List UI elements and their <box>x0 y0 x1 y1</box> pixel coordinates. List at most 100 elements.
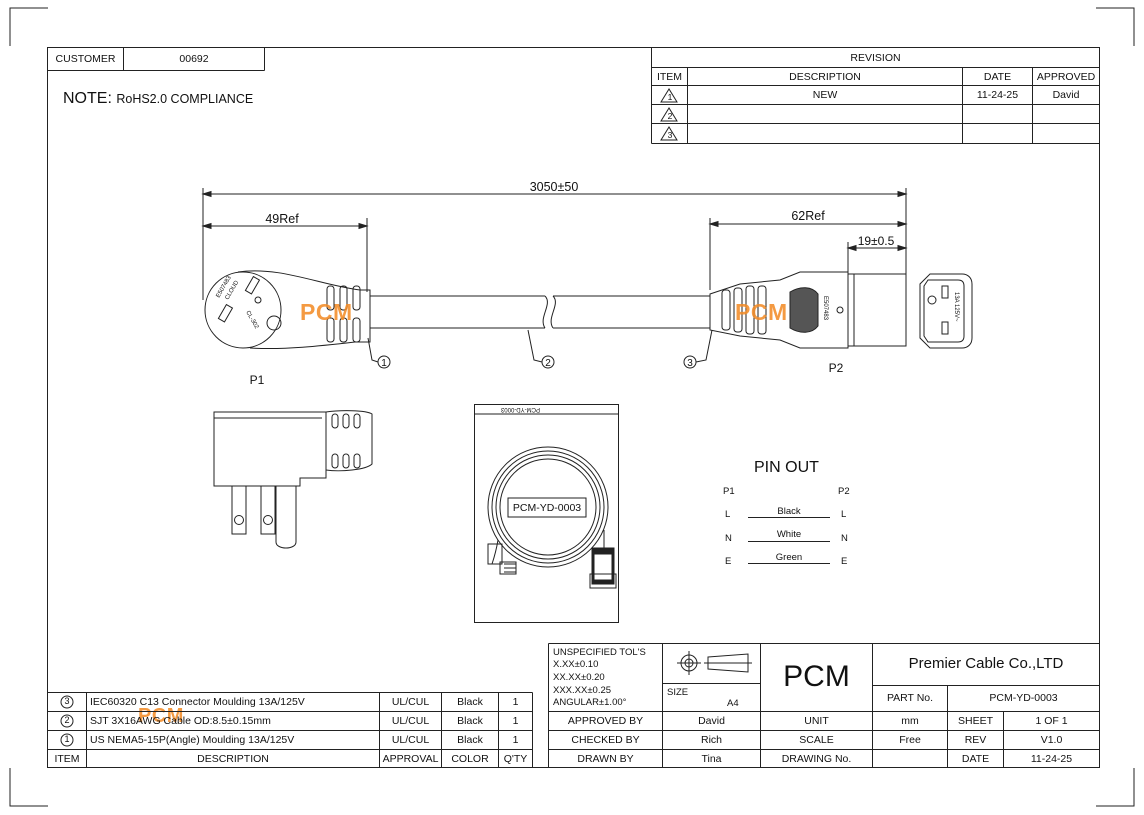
balloon-2: 2 <box>545 358 551 369</box>
drawn-by-value: Tina <box>701 753 722 765</box>
rev-row1-description: NEW <box>812 89 838 101</box>
part-no-value: PCM-YD-0003 <box>989 692 1058 704</box>
pinout-row3-wire: Green <box>775 552 803 563</box>
coil-view: PCM-YD-0003 PCM-YD-0003 <box>474 404 619 623</box>
pinout-header-p2: P2 <box>838 486 850 497</box>
revision-title: REVISION <box>850 52 901 64</box>
checked-by-label: CHECKED BY <box>571 734 640 746</box>
bom-header-item: ITEM <box>54 753 80 765</box>
size-value: A4 <box>727 698 739 709</box>
scale-label: SCALE <box>799 734 834 746</box>
bom-row2-approval: UL/CUL <box>391 715 430 727</box>
date-label: DATE <box>961 753 990 765</box>
pinout-row1-wire: Black <box>777 506 801 517</box>
bom-row3-qty: 1 <box>512 734 519 746</box>
dim-left-ref: 49Ref <box>265 212 299 226</box>
customer-value: 00692 <box>179 53 209 65</box>
connector-mark: E507483 <box>822 296 828 321</box>
unit-value: mm <box>901 715 919 727</box>
socket-mark: 13A 125V~ <box>953 292 959 322</box>
balloon-1: 1 <box>381 358 387 369</box>
bom-row1-qty: 1 <box>512 696 519 708</box>
rev-value: V1.0 <box>1040 734 1063 746</box>
tol-line-5: ANGULAR±1.00° <box>553 697 627 708</box>
rev-label: REV <box>964 734 987 746</box>
pinout-row2-wire: White <box>776 529 802 540</box>
pinout-header-p1: P1 <box>723 486 735 497</box>
tol-line-2: X.XX±0.10 <box>553 659 599 670</box>
rev-header-date: DATE <box>983 71 1012 83</box>
plug-side-view <box>213 410 373 549</box>
revision-table: 1 2 3 <box>651 47 1100 144</box>
tol-line-1: UNSPECIFIED TOL'S <box>553 647 646 658</box>
title-logo: PCM <box>783 660 850 693</box>
coil-label: PCM-YD-0003 <box>513 502 581 514</box>
cable-drawing: 49Ref 3050±50 62Ref 19±0.5 P1 P2 1 2 3 E… <box>201 180 973 387</box>
pinout-row1-right: L <box>841 509 847 520</box>
bom-row2-item: 2 <box>64 715 70 725</box>
company-name: Premier Cable Co.,LTD <box>908 655 1064 672</box>
pinout-row2-right: N <box>841 533 848 544</box>
bom-row1-description: IEC60320 C13 Connector Moulding 13A/125V <box>90 696 305 708</box>
title-block <box>548 643 1100 768</box>
rev-triangle-3: 3 <box>668 130 673 140</box>
bom-row2-qty: 1 <box>512 715 519 727</box>
watermark-pcm-1: PCM <box>300 299 353 325</box>
size-label: SIZE <box>667 687 689 698</box>
scale-value: Free <box>899 734 921 746</box>
bom-row3-color: Black <box>457 734 483 746</box>
rev-triangle-1: 1 <box>668 92 673 102</box>
pinout-wires <box>748 517 830 564</box>
checked-by-value: Rich <box>700 734 722 746</box>
bom-header-qty: Q'TY <box>503 753 528 765</box>
watermark-pcm-2: PCM <box>735 299 788 325</box>
customer-label: CUSTOMER <box>55 53 116 65</box>
note-prefix: NOTE: <box>63 90 112 107</box>
rev-row1-date: 11-24-25 <box>976 89 1019 101</box>
bom-row3-approval: UL/CUL <box>391 734 430 746</box>
rev-header-description: DESCRIPTION <box>789 71 861 83</box>
drawing-no-label: DRAWING No. <box>781 753 852 765</box>
rev-header-approved: APPROVED <box>1036 71 1096 83</box>
label-p1: P1 <box>250 373 265 387</box>
bom-row1-item: 3 <box>64 696 70 706</box>
pinout-row3-left: E <box>725 556 732 567</box>
balloon-3: 3 <box>687 358 693 369</box>
bom-row2-color: Black <box>457 715 483 727</box>
approved-by-value: David <box>698 715 725 727</box>
unit-label: UNIT <box>804 715 829 727</box>
coil-label-mirror: PCM-YD-0003 <box>500 406 540 412</box>
watermark-pcm-3: PCM <box>138 705 184 727</box>
rev-header-item: ITEM <box>656 71 683 83</box>
drawn-by-label: DRAWN BY <box>577 753 634 765</box>
tol-line-4: XXX.XX±0.25 <box>553 685 612 696</box>
customer-box <box>47 47 265 71</box>
approved-by-label: APPROVED BY <box>567 715 644 727</box>
pinout-row2-left: N <box>725 533 732 544</box>
bom-header-approval: APPROVAL <box>382 753 439 765</box>
part-no-label: PART No. <box>886 692 934 704</box>
rev-row1-approved: David <box>1052 89 1080 101</box>
label-p2: P2 <box>829 361 844 375</box>
rev-triangle-2: 2 <box>668 111 673 121</box>
bom-row3-item: 1 <box>64 734 70 744</box>
bom-row3-description: US NEMA5-15P(Angle) Moulding 13A/125V <box>90 734 295 746</box>
sheet-label: SHEET <box>957 715 993 727</box>
bom-table <box>47 692 533 768</box>
bom-header-color: COLOR <box>451 753 489 765</box>
note-text: RoHS2.0 COMPLIANCE <box>116 92 254 106</box>
pinout-title: PIN OUT <box>754 459 819 476</box>
bom-row2-description: SJT 3X16AWG Cable OD:8.5±0.15mm <box>90 715 271 727</box>
tol-line-3: XX.XX±0.20 <box>553 672 605 683</box>
dim-overall: 3050±50 <box>530 180 579 194</box>
pinout-row3-right: E <box>841 556 848 567</box>
note: NOTE: RoHS2.0 COMPLIANCE <box>63 90 253 108</box>
dim-right-small: 19±0.5 <box>858 234 895 248</box>
bom-row1-approval: UL/CUL <box>391 696 430 708</box>
bom-header-description: DESCRIPTION <box>197 753 269 765</box>
dim-right-ref: 62Ref <box>791 209 825 223</box>
sheet-value: 1 OF 1 <box>1035 715 1068 727</box>
pinout-row1-left: L <box>725 509 731 520</box>
date-value: 11-24-25 <box>1030 753 1073 765</box>
